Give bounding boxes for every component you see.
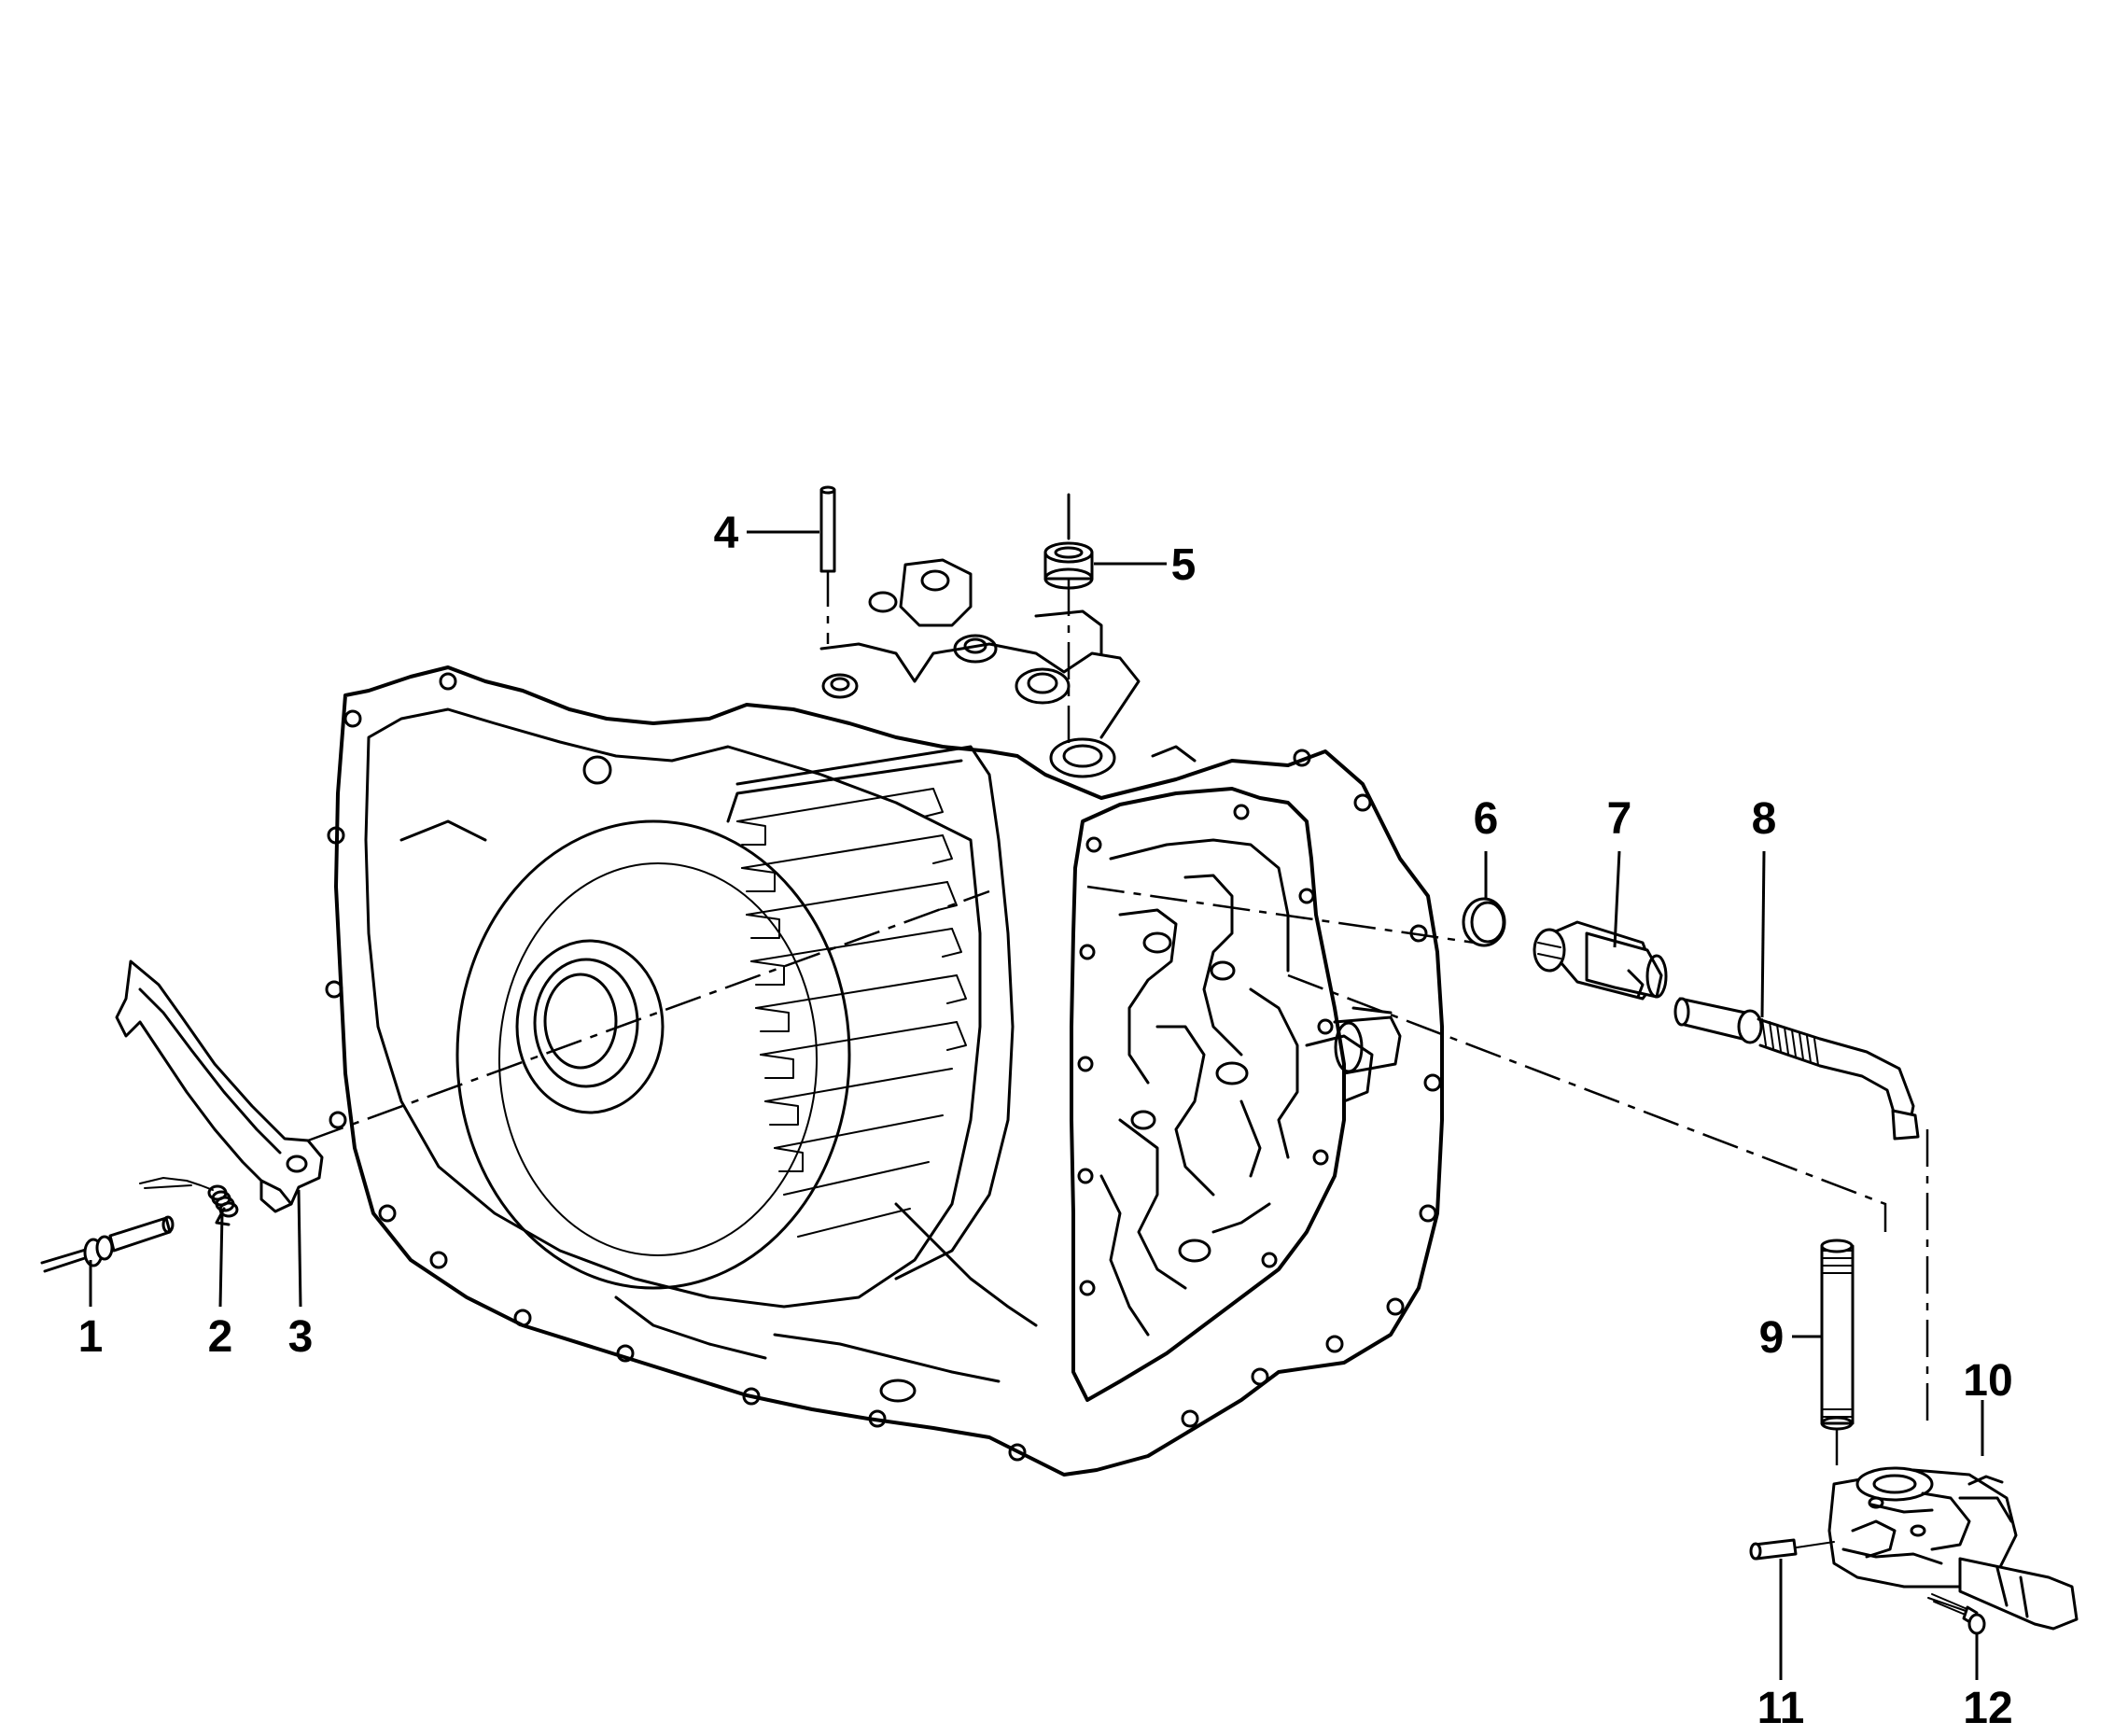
part-9-shaft: [1820, 1239, 1855, 1475]
callout-1: 1: [78, 1312, 104, 1362]
part-11-small-pin: [1749, 1538, 1835, 1561]
part-4-dowel-pin: [819, 485, 836, 573]
clutch-ribs: [726, 745, 1015, 1281]
part-7-solenoid: [1533, 920, 1668, 1001]
callout-12: 12: [1963, 1684, 2012, 1733]
part-12-bolt: [1927, 1593, 1986, 1635]
leader-7: [1613, 850, 1621, 948]
alignment-lines: [307, 569, 1929, 1428]
callout-7: 7: [1607, 794, 1632, 844]
callout-4: 4: [714, 509, 739, 558]
part-3-lever: [115, 959, 324, 1213]
part-8-spring-rod: [1673, 997, 1920, 1141]
part-5-seal: [1043, 493, 1094, 590]
flange-bolt-holes: [325, 672, 1442, 1462]
callout-labels: 1 2 3 4 5 6 7 8 9 10 11 12: [78, 509, 2013, 1733]
callout-8: 8: [1752, 794, 1777, 844]
leader-lines: [89, 530, 1984, 1680]
seal-bore-inner: [543, 973, 618, 1070]
top-castings: [819, 558, 1197, 778]
part-6-o-ring: [1462, 897, 1506, 947]
seal-bore-mid: [533, 958, 639, 1088]
centerline-lever: [307, 889, 990, 1142]
valve-body-gasket: [1070, 787, 1346, 1402]
converter-recess: [455, 819, 851, 1290]
callout-11: 11: [1757, 1684, 1805, 1733]
callout-2: 2: [208, 1312, 233, 1362]
transmission-case: [325, 558, 1444, 1477]
leader-8: [1760, 850, 1766, 1018]
callout-6: 6: [1474, 794, 1499, 844]
part-2-spring: [139, 1177, 239, 1226]
centerline-spring: [1287, 973, 1887, 1232]
bell-flange: [364, 707, 982, 1309]
lower-case-details: [399, 819, 1393, 1403]
part-1-pin: [40, 1215, 175, 1273]
callout-3: 3: [288, 1312, 314, 1362]
valve-body-channels: [1077, 804, 1334, 1337]
case-outline: [334, 665, 1444, 1477]
side-boss: [1333, 1015, 1402, 1075]
leader-3: [297, 1189, 302, 1308]
callout-5: 5: [1171, 540, 1197, 590]
callout-9: 9: [1759, 1313, 1785, 1363]
callout-10: 10: [1963, 1356, 2012, 1406]
leader-2: [218, 1212, 224, 1308]
converter-recess-inner: [498, 862, 818, 1256]
centerline-solenoid: [1086, 885, 1476, 945]
part-10-range-switch: [1827, 1466, 2079, 1631]
